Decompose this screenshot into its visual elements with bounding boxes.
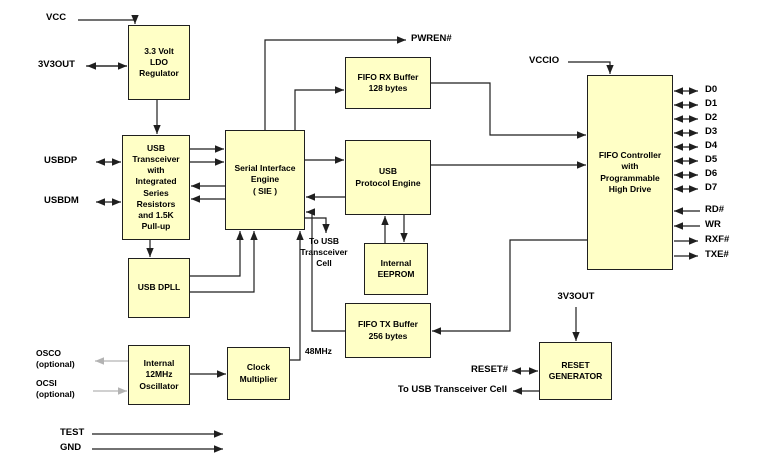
wire-to-usb-cell-mid [305,217,330,233]
wire-rxbuf-to-fifoctl [431,82,586,139]
pin-wr: WR [705,219,721,230]
pin-usbdm: USBDM [44,195,79,206]
block-usb-dpll: USB DPLL [128,258,190,318]
pin-test: TEST [60,427,85,438]
block-fifo-rx-buffer: FIFO RX Buffer 128 bytes [345,57,431,109]
pin-d6: D6 [705,168,718,179]
pin-pwren: PWREN# [411,33,452,44]
pin-d2: D2 [705,112,718,123]
block-serial-interface-engine: Serial Interface Engine ( SIE ) [225,130,305,230]
pin-ocsi: OCSI (optional) [36,378,75,400]
block-reset-generator: RESET GENERATOR [539,342,612,400]
label-to-usb-transceiver-cell-bottom: To USB Transceiver Cell [397,384,507,395]
block-usb-transceiver: USB Transceiver with Integrated Series R… [122,135,190,240]
pin-3v3out: 3V3OUT [38,59,75,70]
block-fifo-tx-buffer: FIFO TX Buffer 256 bytes [345,303,431,358]
label-to-usb-transceiver-cell-mid: To USB Transceiver Cell [300,236,348,269]
wire-pwren [264,36,406,130]
block-fifo-controller: FIFO Controller with Programmable High D… [587,75,673,270]
pin-d1: D1 [705,98,718,109]
wire-dpll-to-sie-2 [190,231,258,293]
pin-reset: RESET# [471,364,508,375]
pin-d3: D3 [705,126,718,137]
pin-vcc: VCC [46,12,67,23]
pin-txe: TXE# [705,249,729,260]
pin-rd: RD# [705,204,725,215]
label-48mhz: 48MHz [305,346,332,356]
pin-osco: OSCO (optional) [36,348,75,370]
wire-fifoctl-to-txbuf [432,239,587,335]
pin-usbdp: USBDP [44,155,78,166]
pin-vccio: VCCIO [529,55,560,66]
block-usb-protocol-engine: USB Protocol Engine [345,140,431,215]
pin-d5: D5 [705,154,718,165]
block-ldo-regulator: 3.3 Volt LDO Regulator [128,25,190,100]
pin-d0: D0 [705,84,718,95]
pin-gnd: GND [60,442,82,453]
wire-vcc-to-ldo [78,15,139,24]
wire-dpll-to-sie-1 [190,231,244,277]
pin-3v3out-reset: 3V3OUT [557,291,595,302]
block-internal-oscillator: Internal 12MHz Oscillator [128,345,190,405]
wire-vccio [568,61,614,74]
wire-sie-to-rxbuf [294,86,344,130]
pin-rxf: RXF# [705,234,730,245]
pin-d4: D4 [705,140,718,151]
pin-d7: D7 [705,182,718,193]
block-clock-multiplier: Clock Multiplier [227,347,290,400]
wire-48mhz-clock [290,231,304,361]
wire-txbuf-to-sie [306,208,345,332]
block-internal-eeprom: Internal EEPROM [364,243,428,295]
